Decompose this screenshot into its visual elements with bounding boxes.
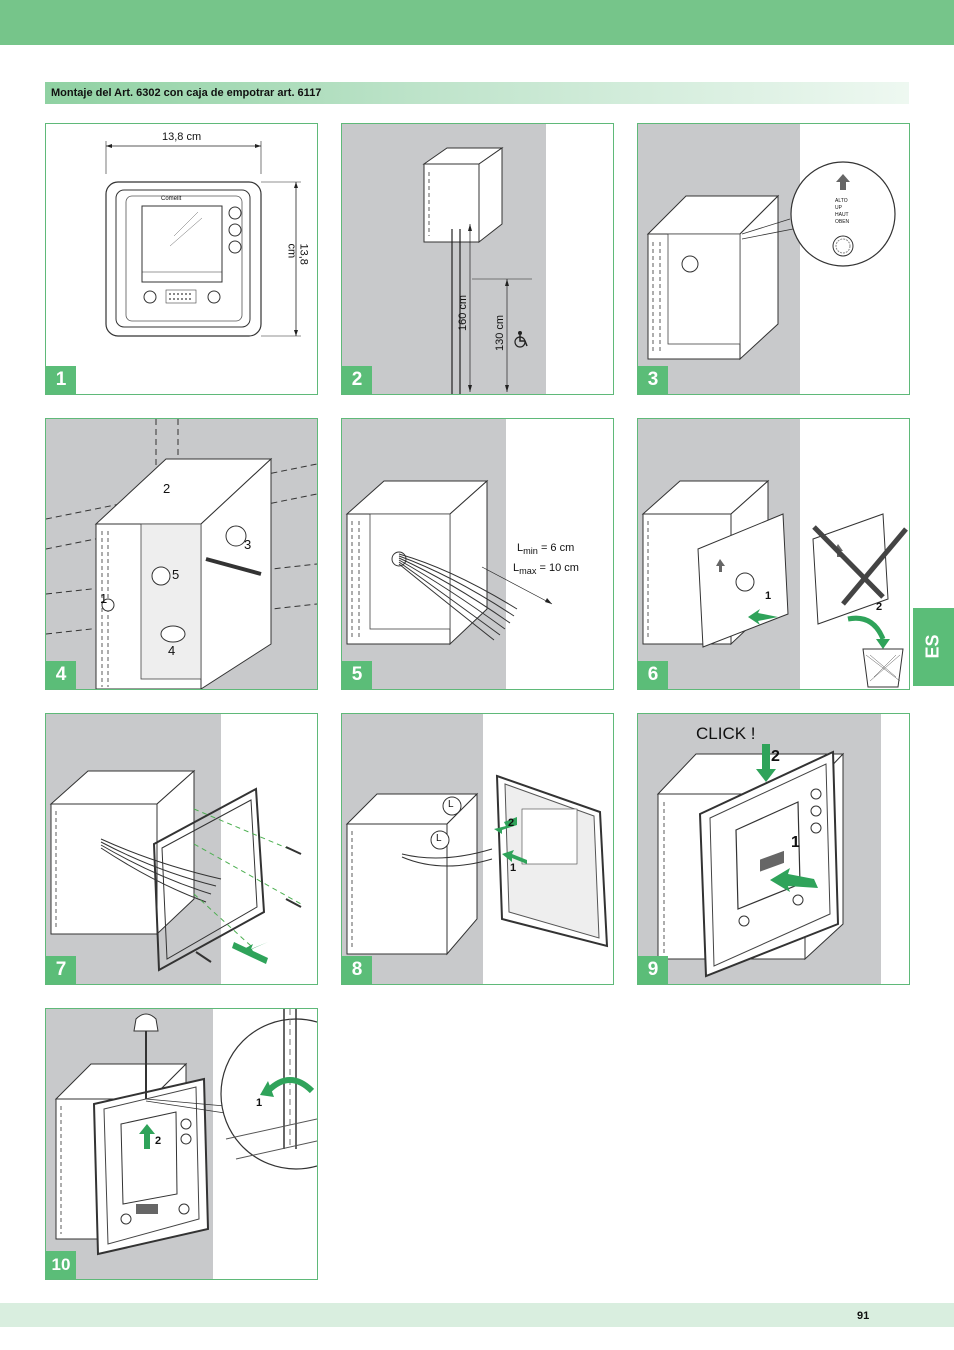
step-9-number: 9: [638, 956, 668, 984]
step-5-drawing: [342, 419, 553, 689]
mark-up: UP: [835, 205, 842, 211]
step-4-number: 4: [46, 661, 76, 689]
callout-2: 2: [163, 481, 171, 496]
step-3-number: 3: [638, 366, 668, 394]
step-9-panel: CLICK ! 2 1 9: [637, 713, 910, 985]
step-6-drawing: [638, 419, 908, 689]
step-5-panel: Lmin = 6 cm Lmax = 10 cm 5: [341, 418, 614, 690]
step-4-drawing: [46, 419, 317, 689]
callout-2: 2: [876, 601, 883, 613]
callout-5: 5: [172, 567, 180, 582]
height-160: 160 cm: [457, 294, 470, 332]
step-8-panel: L L 2 1 8: [341, 713, 614, 985]
height-130: 130 cm: [494, 314, 507, 352]
step-2-drawing: [342, 124, 546, 394]
callout-3: 3: [244, 537, 252, 552]
step-1-number: 1: [46, 366, 76, 394]
header-bar: [0, 0, 954, 45]
step-8-number: 8: [342, 956, 372, 984]
callout-1: 1: [510, 862, 517, 874]
step-10-drawing: [46, 1009, 317, 1279]
callout-4: 4: [168, 643, 176, 658]
click-label: CLICK !: [696, 724, 756, 743]
step-10-panel: 1 2 10: [45, 1008, 318, 1280]
step-1-drawing: [105, 141, 301, 337]
step-7-number: 7: [46, 956, 76, 984]
wheelchair-icon: [514, 331, 528, 348]
callout-1: 1: [100, 591, 108, 606]
callout-1: 1: [256, 1097, 263, 1109]
lmin-label: Lmin = 6 cm: [517, 542, 575, 557]
step-7-panel: 7: [45, 713, 318, 985]
callout-2: 2: [155, 1135, 162, 1147]
step-1-panel: 13,8 cm 13,8 cm Comelit 1: [45, 123, 318, 395]
wire-l-2: L: [436, 833, 442, 844]
step-4-panel: 1 2 3 4 5 4: [45, 418, 318, 690]
callout-1: 1: [765, 590, 772, 602]
mark-haut: HAUT: [835, 212, 849, 218]
step-8-drawing: [342, 714, 609, 984]
language-tab-label: ES: [922, 634, 943, 659]
mark-oben: OBEN: [835, 219, 850, 225]
lmax-label: Lmax = 10 cm: [513, 562, 579, 577]
callout-2: 2: [771, 748, 780, 765]
step-9-drawing: [638, 714, 881, 984]
section-title-bar: Montaje del Art. 6302 con caja de empotr…: [45, 82, 909, 104]
step-10-number: 10: [46, 1251, 76, 1279]
step-5-number: 5: [342, 661, 372, 689]
step-3-panel: ALTO UP HAUT OBEN 3: [637, 123, 910, 395]
page-number: 91: [857, 1310, 870, 1322]
step-2-number: 2: [342, 366, 372, 394]
callout-1: 1: [791, 834, 800, 851]
brand-logo: Comelit: [161, 196, 182, 202]
language-tab: ES: [913, 608, 954, 686]
step-6-panel: 1 2 6: [637, 418, 910, 690]
step-3-drawing: [638, 124, 896, 394]
step-7-drawing: [46, 714, 302, 984]
section-title: Montaje del Art. 6302 con caja de empotr…: [51, 87, 322, 99]
mark-alto: ALTO: [835, 198, 848, 204]
height-dimension: 13,8 cm: [285, 243, 310, 265]
step-6-number: 6: [638, 661, 668, 689]
wire-l-1: L: [448, 799, 454, 810]
footer-bar: [0, 1303, 954, 1327]
step-2-panel: 160 cm 130 cm 2: [341, 123, 614, 395]
width-dimension: 13,8 cm: [162, 131, 202, 143]
callout-2: 2: [508, 817, 515, 829]
